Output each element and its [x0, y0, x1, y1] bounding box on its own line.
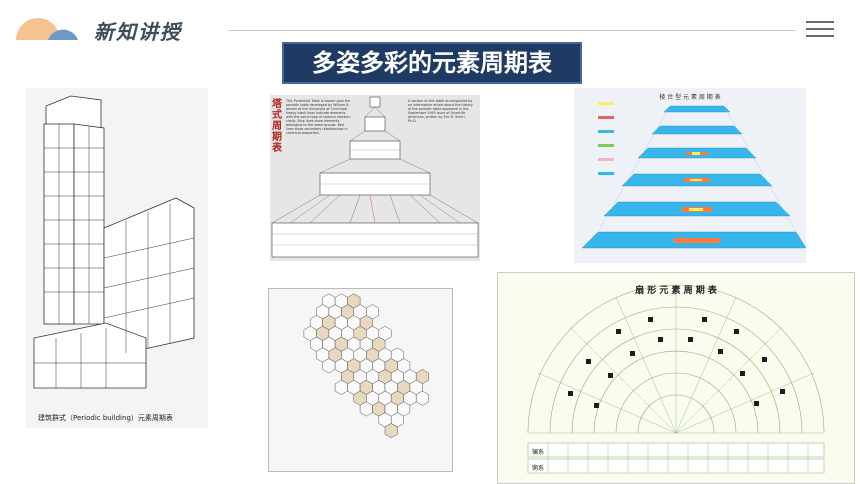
logo-icon: [16, 18, 78, 40]
pyramid-illustration: [271, 96, 479, 258]
fan-illustration: [527, 284, 825, 474]
layered-periodic-table-image: 棱 台 型 元 素 周 期 表: [574, 88, 806, 263]
fan-periodic-table-image: 扇 形 元 素 周 期 表: [497, 272, 855, 484]
slide-title: 多姿多彩的元素周期表: [282, 42, 582, 84]
pyramid-description-right: A version of this table accompanied by a…: [408, 99, 473, 123]
building-caption: 建筑群式（Periodic building）元素周期表: [38, 414, 173, 422]
pyramid-periodic-table-image: 塔式周期表 This Pyramidal Table is based upon…: [270, 95, 480, 261]
building-illustration: [33, 95, 195, 389]
header-divider: [228, 30, 796, 31]
building-periodic-table-image: 建筑群式（Periodic building）元素周期表: [26, 88, 208, 428]
hexagon-cell: [384, 423, 398, 439]
fan-title: 扇 形 元 素 周 期 表: [635, 286, 717, 296]
lanthanide-row-label: 镧系: [532, 449, 545, 456]
layered-title: 棱 台 型 元 素 周 期 表: [659, 94, 721, 101]
pyramid-description-left: This Pyramidal Table is based upon the p…: [286, 99, 351, 135]
hexagon-illustration: [303, 293, 429, 439]
pyramid-side-label: 塔式周期表: [272, 99, 282, 154]
hexagon-periodic-table-image: [268, 288, 453, 472]
menu-icon[interactable]: [806, 21, 834, 41]
layered-illustration: [581, 102, 806, 249]
actinide-row-label: 锕系: [532, 465, 545, 472]
hexagon-cell: [415, 390, 429, 406]
section-title: 新知讲授: [94, 20, 182, 44]
